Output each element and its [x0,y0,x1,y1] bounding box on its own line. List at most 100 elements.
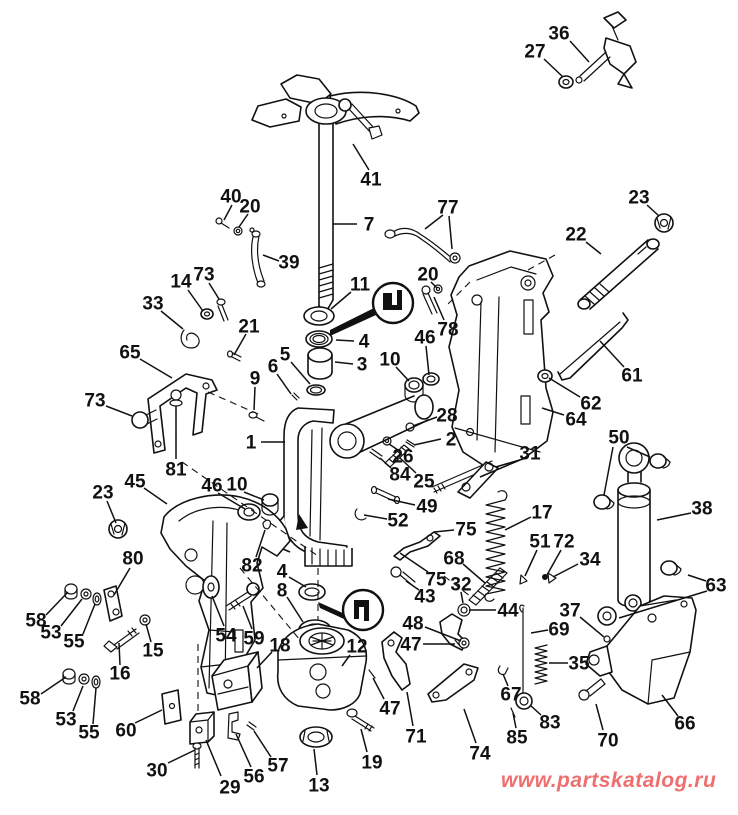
shift-lever-cluster-stroke [458,637,470,649]
leader-line [82,603,96,635]
rubber-mount-18 [211,651,263,711]
bushing-27-stroke [558,75,574,89]
part-callout-45: 45 [124,472,168,505]
swivel-bracket-stroke [309,427,323,541]
part-number-label: 71 [405,727,427,748]
trim-cylinder-stroke [617,482,651,498]
part-number-label: 26 [392,447,413,468]
tilt-lever-36-stroke [603,37,637,75]
leader-line [217,492,246,510]
part-callout-23: 23 [628,188,660,217]
pin-2-stroke [405,439,416,448]
part-callout-47: 47 [400,635,455,656]
part-callout-27: 27 [524,42,564,78]
nut-15 [139,614,151,626]
leader-line [256,651,273,669]
shift-lever-cluster-stroke [461,640,467,646]
swivel-bracket-stroke [283,407,348,559]
part-number-label: 69 [548,620,569,641]
part-callout-61: 61 [599,340,643,387]
starboard-stern-bracket [448,250,554,470]
fastener-stack-lower-stroke [81,676,87,682]
transom-bracket-66-stroke [588,654,600,666]
part-number-label: 46 [414,328,435,349]
steering-arm-stroke [251,98,302,128]
bushings-50-stroke [662,455,671,469]
part-number-label: 58 [25,611,46,632]
bolt-41-stroke [348,103,375,134]
part-number-label: 41 [360,170,382,191]
part-number-label: 52 [387,511,408,532]
assembly-dashed-lines-stroke [207,391,259,415]
nut-81-stroke [170,389,182,401]
leader-line [433,529,455,533]
shift-lever-cluster-stroke [460,606,468,614]
part-number-label: 18 [269,636,290,657]
leader-line [479,459,521,478]
part-callout-46: 46 [201,476,246,510]
screw-6-stroke [291,392,300,401]
part-callout-6: 6 [268,357,292,395]
assembly-dashed-lines-stroke [181,461,319,557]
nut-81-stroke [169,399,183,407]
clip-56-stroke [227,711,241,741]
leader-line [543,58,564,78]
part-number-label: 8 [277,581,288,602]
part-callout-43: 43 [405,580,436,608]
part-number-label: 21 [238,317,260,338]
fastener-stack-lower-stroke [91,675,101,689]
part-callout-51: 51 [524,532,551,577]
trim-cylinder-stroke [617,495,651,509]
lower-mount-housing-stroke [315,683,331,699]
leader-line [60,598,83,627]
part-callout-58: 58 [25,591,69,632]
screw-40 [215,217,230,229]
seal-stack-stroke [307,371,333,380]
leader-line [504,516,532,531]
fastener-stack-upper-stroke [80,588,92,600]
part-number-label: 9 [250,369,261,390]
cable-77-stroke [392,232,451,263]
leader-line [360,728,368,753]
nut-13-stroke [299,726,333,748]
leader-line [334,361,354,365]
leader-line [276,373,292,395]
leader-line [406,691,414,727]
leader-line [363,514,388,520]
part-number-label: 55 [78,723,100,744]
leader-line [45,591,69,616]
shift-lever-cluster-stroke [399,571,416,586]
part-number-label: 75 [455,520,477,541]
seal-stack-stroke [310,310,328,322]
leader-line [546,549,562,576]
part-number-label: 82 [241,556,262,577]
part-callout-38: 38 [656,499,713,521]
grommets-63 [597,560,682,626]
part-number-label: 51 [529,532,551,553]
starboard-stern-bracket-stroke [523,299,534,335]
part-callout-58: 58 [19,676,67,710]
clip-56 [227,711,241,741]
part-callout-8: 8 [277,581,304,623]
part-number-label: 84 [389,465,411,486]
leader-line [253,730,272,758]
starboard-stern-bracket-stroke [524,279,532,287]
part-number-label: 40 [220,187,241,208]
fastener-stack-upper-stroke [83,591,89,597]
part-number-label: 19 [361,753,382,774]
part-callout-19: 19 [360,728,383,774]
washer-46-right-stroke [426,375,436,383]
seal-stack-stroke [309,332,329,346]
bolt-19-stroke [364,723,373,732]
part-number-label: 49 [416,497,437,518]
leader-line [160,310,184,330]
part-number-label: 4 [277,562,288,583]
part-number-label: 23 [92,483,113,504]
part-number-label: 15 [142,641,164,662]
seal-detail-circle-top [330,281,415,336]
leader-line [552,563,579,578]
shift-lever-cluster-stroke [454,639,461,647]
link-rod-61 [537,312,629,383]
part-callout-44: 44 [469,601,519,622]
